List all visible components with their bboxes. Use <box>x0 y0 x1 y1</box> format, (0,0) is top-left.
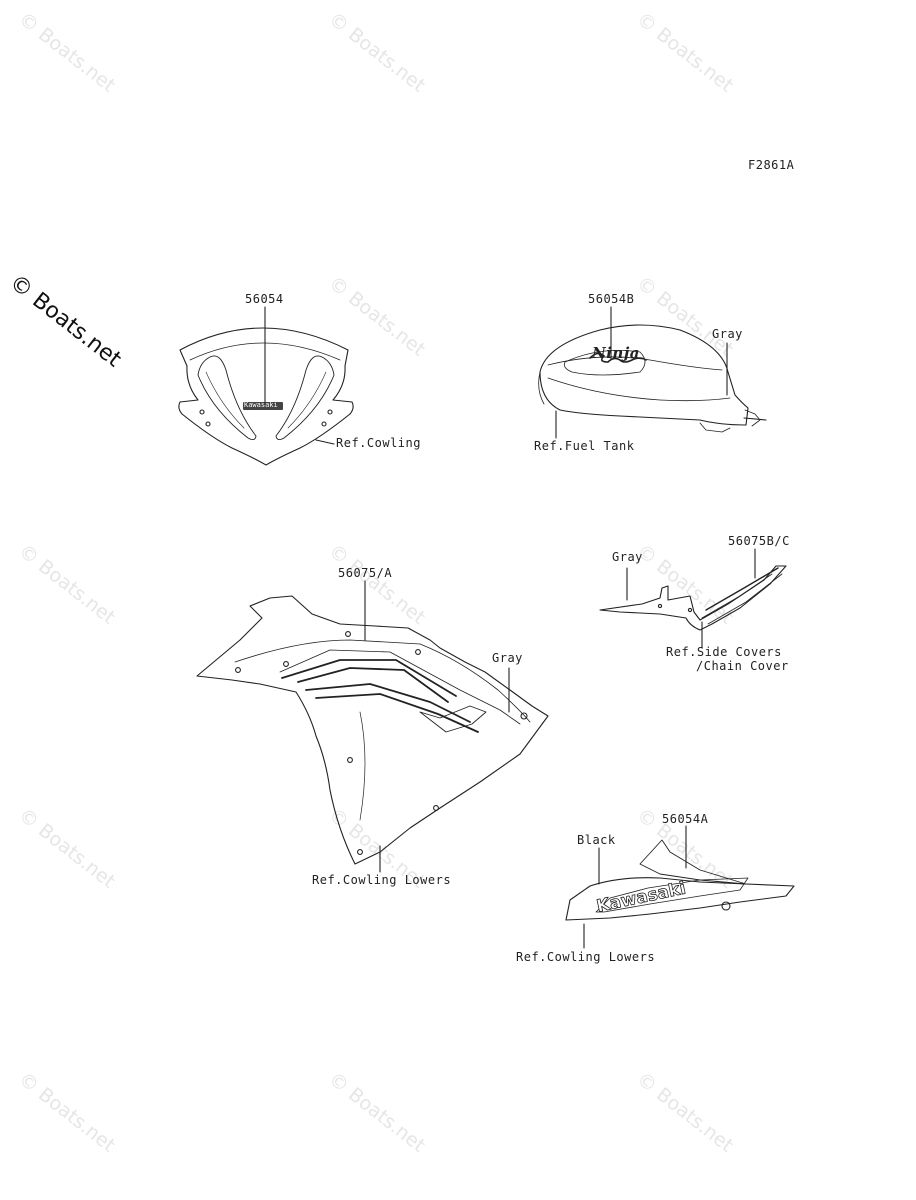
fuel-tank-color-label: Gray <box>712 327 743 341</box>
lower-cowl-ref-label: Ref.Cowling Lowers <box>516 950 656 964</box>
fuel-tank-decal-text: Ninja <box>592 344 640 362</box>
side-cover-ref-label-line2: /Chain Cover <box>696 659 789 673</box>
fuel-tank-ref-label: Ref.Fuel Tank <box>534 439 635 453</box>
fuel-tank-drawing <box>538 306 767 439</box>
windscreen-decal-text: Kawasaki <box>244 401 278 409</box>
side-cover-part-number: 56075B/C <box>728 534 790 548</box>
side-cover-ref-label: Ref.Side Covers <box>666 645 782 659</box>
middle-cowl-drawing <box>196 580 549 873</box>
lower-cowl-color-label: Black <box>577 833 616 847</box>
middle-cowl-ref-label: Ref.Cowling Lowers <box>312 873 452 887</box>
figure-code: F2861A <box>748 158 795 172</box>
windscreen-ref-label: Ref.Cowling <box>336 436 421 450</box>
side-cover-color-label: Gray <box>612 550 643 564</box>
side-cover-drawing <box>599 548 787 649</box>
fuel-tank-part-number: 56054B <box>588 292 635 306</box>
windscreen-drawing <box>178 306 354 466</box>
windscreen-part-number: 56054 <box>245 292 284 306</box>
middle-cowl-color-label: Gray <box>492 651 523 665</box>
middle-cowl-part-number: 56075/A <box>338 566 393 580</box>
lower-cowl-part-number: 56054A <box>662 812 709 826</box>
